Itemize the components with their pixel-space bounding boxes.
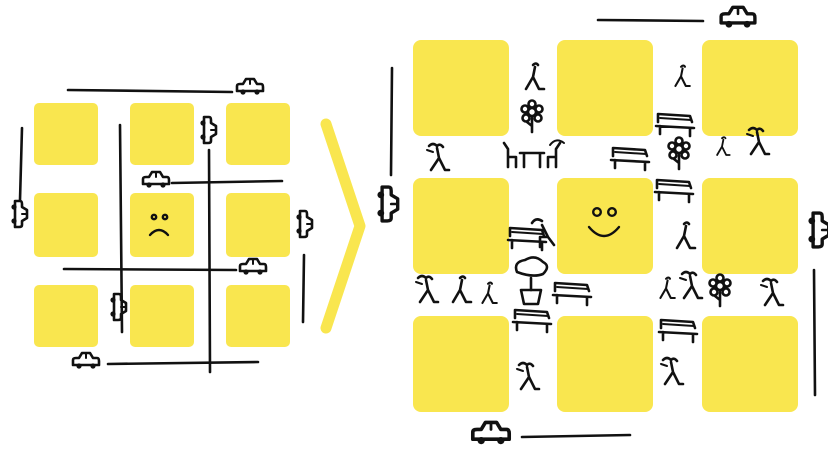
pedestrian-icon	[674, 64, 691, 88]
bench-icon	[654, 112, 696, 138]
after-blocks	[413, 40, 798, 412]
car-icon	[10, 199, 29, 229]
after-roads	[389, 18, 817, 439]
before-blocks	[34, 103, 290, 347]
pedestrian-icon	[659, 276, 676, 300]
block	[702, 316, 798, 412]
car-icon	[375, 185, 400, 223]
after-panel	[389, 18, 817, 439]
bench-icon	[511, 308, 553, 334]
pedestrian-icon	[659, 356, 685, 386]
block	[557, 40, 653, 136]
bench-icon	[653, 178, 695, 204]
block	[702, 178, 798, 274]
block	[702, 40, 798, 136]
pedestrian-icon	[675, 221, 697, 250]
before-panel	[18, 88, 306, 374]
tree-planter-icon	[514, 256, 549, 306]
car-icon	[109, 292, 128, 322]
block	[34, 285, 98, 347]
block	[413, 316, 509, 412]
car-icon	[71, 351, 101, 370]
block	[557, 178, 653, 274]
block	[226, 103, 290, 165]
car-icon	[470, 420, 512, 447]
pedestrian-icon	[716, 136, 731, 156]
block	[413, 40, 509, 136]
pedestrian-icon	[451, 275, 473, 304]
block	[557, 316, 653, 412]
car-icon	[235, 77, 265, 96]
cafe-table-icon	[502, 139, 565, 169]
flower-icon	[667, 136, 691, 171]
car-icon	[238, 257, 268, 276]
block	[34, 193, 98, 257]
chevron-right-icon	[320, 118, 366, 334]
flower-icon	[708, 273, 732, 308]
block	[34, 103, 98, 165]
pedestrian-icon	[524, 62, 546, 91]
pedestrian-icon	[425, 142, 451, 172]
car-icon	[295, 209, 314, 239]
pedestrian-icon	[481, 281, 498, 305]
car-icon	[806, 211, 828, 249]
bench-icon	[657, 318, 699, 344]
block	[226, 193, 290, 257]
pedestrian-icon	[759, 277, 785, 307]
pedestrian-icon	[678, 270, 704, 300]
pedestrian-icon	[515, 361, 541, 391]
block	[130, 193, 194, 257]
block	[130, 285, 194, 347]
car-icon	[141, 170, 171, 189]
flower-icon	[520, 99, 544, 134]
block	[130, 103, 194, 165]
pedestrian-icon	[530, 218, 556, 249]
pedestrian-icon	[414, 274, 440, 304]
block	[226, 285, 290, 347]
block	[413, 178, 509, 274]
car-icon	[199, 115, 218, 145]
bench-icon	[609, 146, 651, 172]
car-icon	[719, 5, 757, 30]
sad-face-icon	[148, 213, 170, 237]
smiley-face-icon	[587, 206, 621, 238]
bench-icon	[551, 281, 593, 307]
before-roads	[18, 88, 306, 374]
